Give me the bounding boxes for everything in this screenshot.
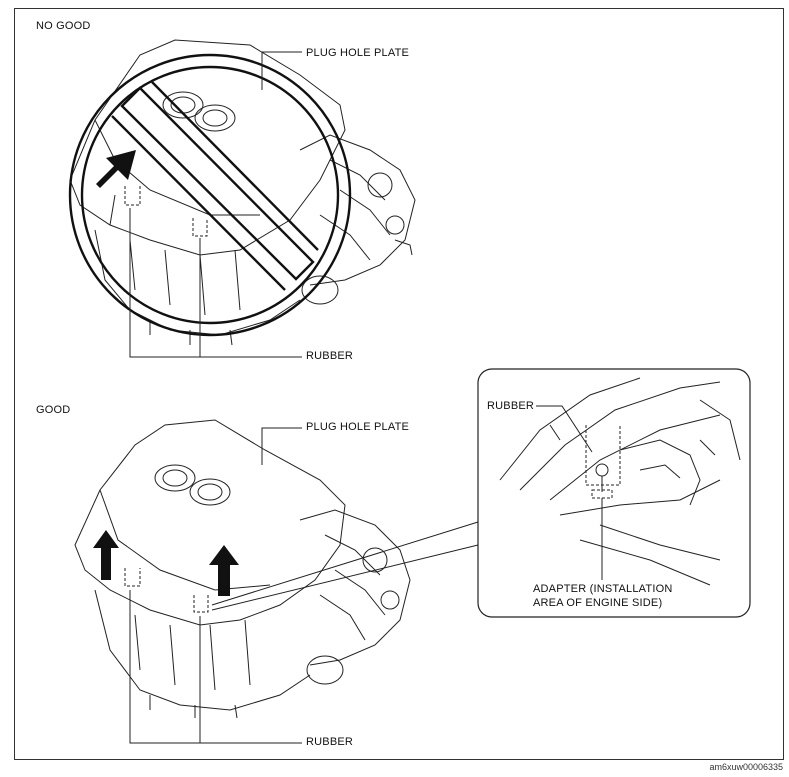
detail-inset xyxy=(211,368,751,618)
leaders-top xyxy=(129,51,302,358)
arrows-good xyxy=(93,530,239,596)
adapter-label-line1: ADAPTER (INSTALLATION xyxy=(533,583,673,595)
adapter-label-line2: AREA OF ENGINE SIDE) xyxy=(533,597,663,609)
rubber-label-inset: RUBBER xyxy=(487,400,535,412)
good-title: GOOD xyxy=(36,404,71,416)
rubber-label-top: RUBBER xyxy=(306,350,354,362)
leaders-bottom xyxy=(129,427,302,744)
plug-hole-plate-label-top: PLUG HOLE PLATE xyxy=(306,47,410,59)
prohibition-sign xyxy=(68,53,352,337)
figure-code: am6xuw00006335 xyxy=(709,762,783,772)
engine-drawing-bottom xyxy=(74,419,411,719)
plug-hole-plate-label-bottom: PLUG HOLE PLATE xyxy=(306,421,410,433)
arrow-no-good xyxy=(96,150,136,188)
no-good-title: NO GOOD xyxy=(36,20,91,32)
rubber-label-bottom: RUBBER xyxy=(306,736,354,748)
figure-frame xyxy=(14,8,784,760)
